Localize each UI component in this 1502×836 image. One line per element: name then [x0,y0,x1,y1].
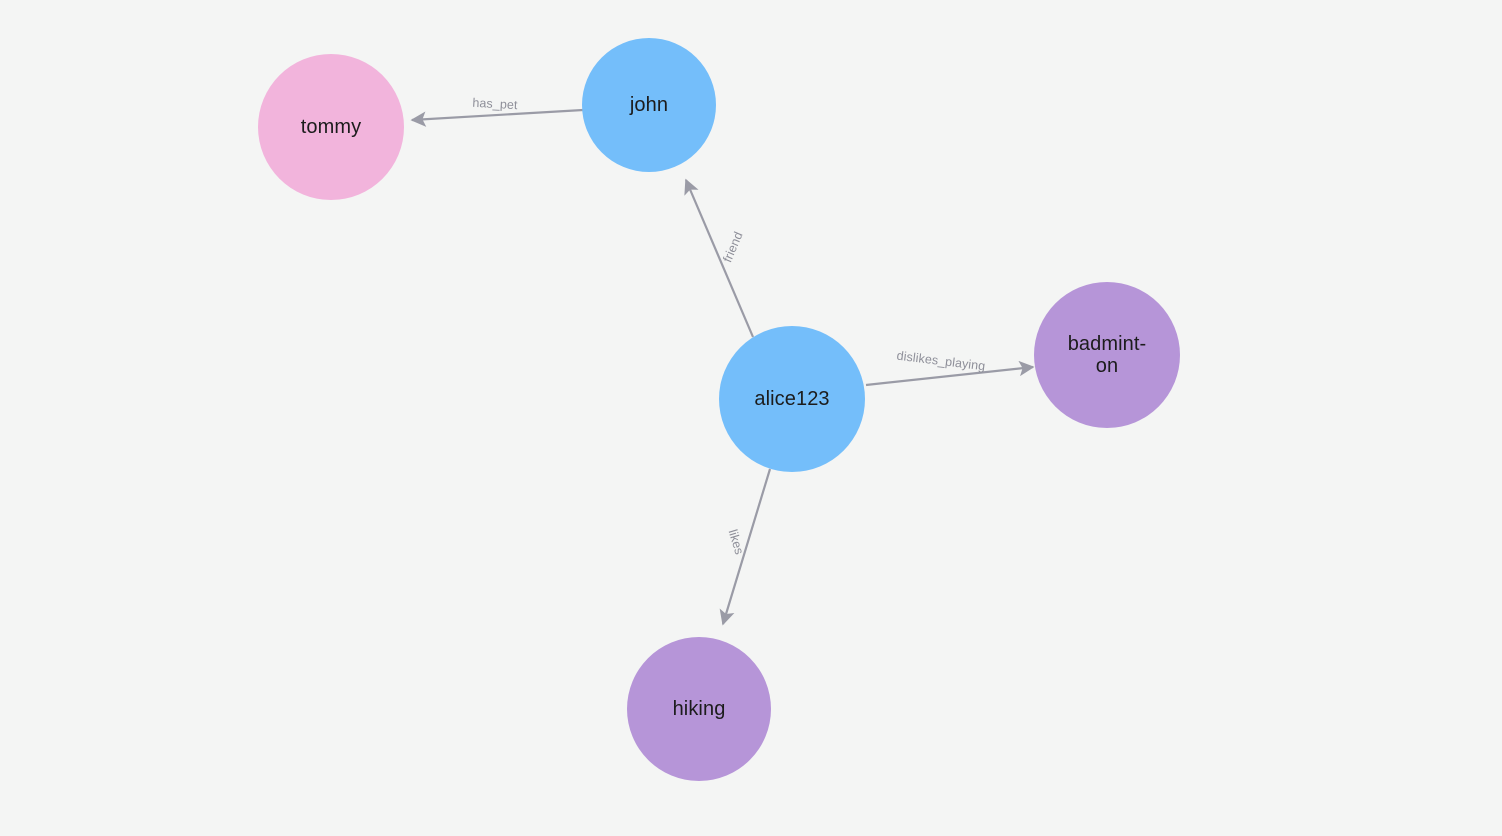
graph-edge-alice123-friend-john[interactable] [684,178,755,338]
graph-node-alice123[interactable]: alice123 [719,326,865,472]
node-label-john: john [629,93,669,116]
graph-edge-john-has_pet-tommy[interactable] [410,108,584,127]
graph-node-tommy[interactable]: tommy [258,54,404,200]
node-label-badminton: badmint- on [1067,332,1147,377]
graph-edge-alice123-dislikes_playing-badminton[interactable] [865,360,1035,387]
graph-edge-alice123-likes-hiking[interactable] [719,468,772,626]
graph-node-badminton[interactable]: badmint- on [1034,282,1180,428]
graph-node-hiking[interactable]: hiking [627,637,771,781]
node-label-alice123: alice123 [754,387,830,410]
node-label-hiking: hiking [672,697,726,720]
graph-node-john[interactable]: john [582,38,716,172]
node-label-tommy: tommy [300,115,362,138]
